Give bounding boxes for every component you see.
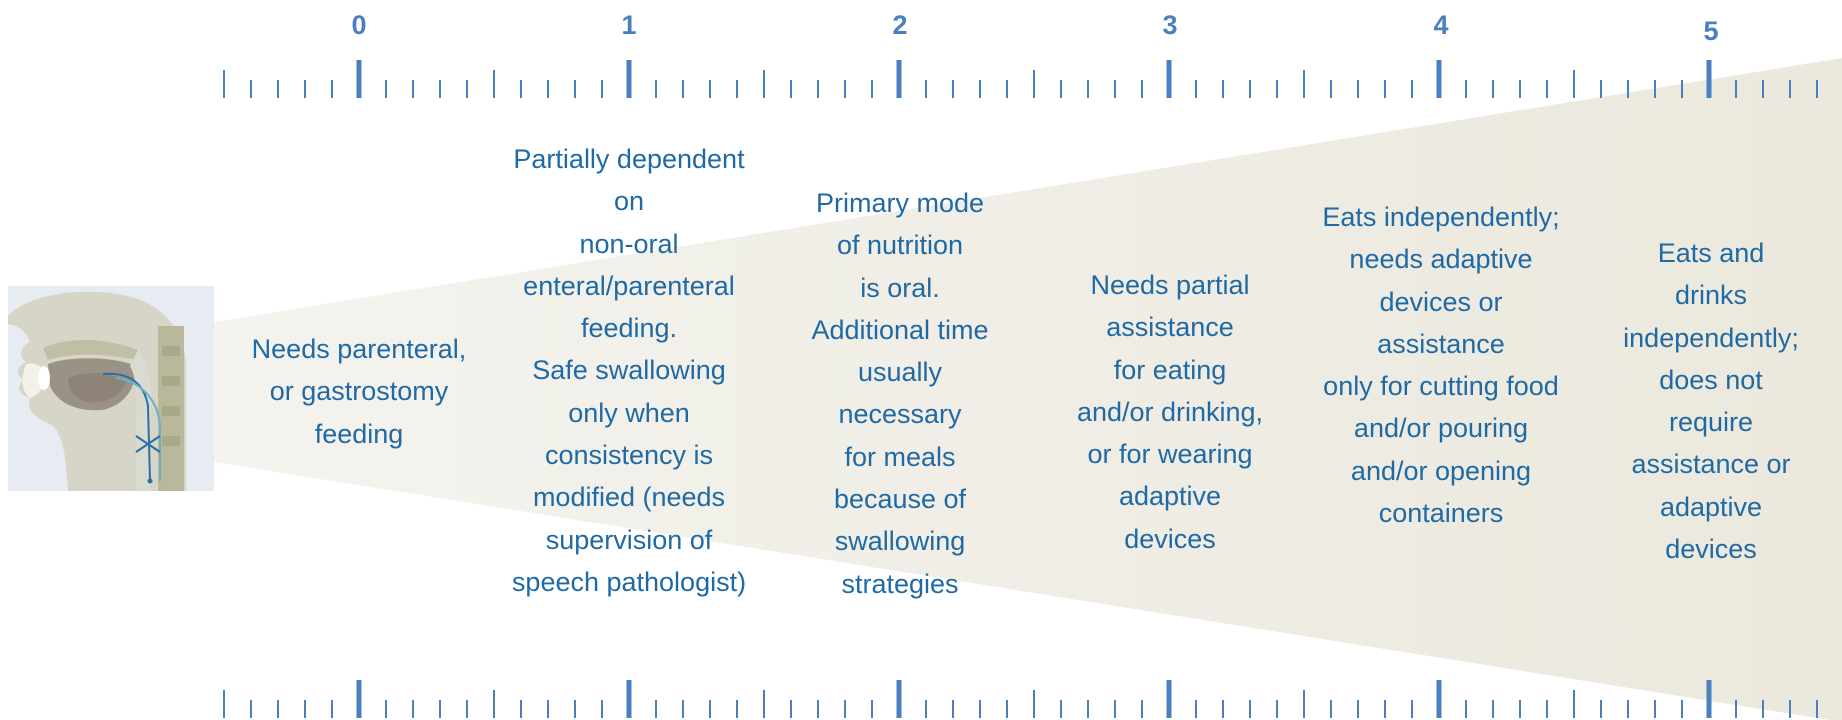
description-line: only for cutting food [1323,371,1559,402]
level-5-description: Eats and drinks independently; does not requ… [1561,232,1842,570]
description-line: devices [1665,534,1757,565]
level-label-1: 1 [621,10,637,40]
description-line: does not [1659,364,1763,395]
description-line: speech pathologist) [511,566,747,597]
description-line: Partially dependent [513,144,745,174]
description-line: for meals [844,441,956,472]
description-line: because of [833,484,967,515]
description-line: or gastrostomy [269,376,449,407]
description-line: enteral/parenteral [523,270,735,301]
description-line: Primary mode [815,188,985,218]
description-line: on [613,186,645,217]
description-line: Additional time [811,314,989,345]
level-label-0: 0 [351,10,367,40]
description-line: require [1668,407,1754,438]
description-line: for eating [1113,354,1227,385]
description-line: feeding [314,418,404,449]
level-1-description: Partially dependent on non-oral enteral/par… [479,138,779,603]
level-label-2: 2 [892,10,908,40]
description-line: assistance [1106,312,1234,343]
level-0-description: Needs parenteral, or gastrostomy feeding [209,328,509,455]
level-label-3: 3 [1162,10,1178,40]
level-4-description: Eats independently; needs adaptive devices… [1291,196,1591,534]
description-line: adaptive [1118,481,1222,512]
description-line: is oral. [860,272,940,303]
description-line: necessary [838,399,962,430]
description-line: independently; [1623,322,1799,353]
description-line: assistance or [1631,449,1791,480]
level-2-description: Primary mode of nutrition is oral. Addition… [750,182,1050,605]
ruler-bottom [223,680,1818,718]
description-line: Eats independently; [1322,202,1560,232]
description-line: swallowing [834,526,966,557]
ruler-top [223,60,1818,98]
description-line: Safe swallowing [532,355,726,386]
description-line: modified (needs [532,482,726,513]
description-line: devices or [1379,286,1503,317]
head-cross-section-swallowing-icon [8,286,214,491]
description-line: and/or drinking, [1076,396,1264,427]
description-line: supervision of [545,524,713,555]
description-line: usually [857,357,943,388]
description-line: adaptive [1659,491,1763,522]
description-line: assistance [1377,328,1505,359]
description-line: feeding. [580,313,678,344]
level-3-description: Needs partial assistance for eating and/or … [1020,264,1320,560]
description-line: devices [1124,523,1216,554]
description-line: only when [568,397,690,428]
level-label-4: 4 [1433,10,1449,40]
description-line: of nutrition [836,230,964,261]
description-line: and/or opening [1350,455,1532,486]
description-line: Needs partial [1090,270,1250,300]
description-line: Eats and [1657,238,1765,268]
level-label-5: 5 [1703,16,1719,46]
description-line: and/or pouring [1353,413,1529,444]
description-line: drinks [1674,280,1748,311]
description-line: consistency is [544,440,714,471]
description-line: containers [1378,498,1504,529]
progression-wedge [214,58,1842,720]
description-line: Needs parenteral, [251,334,467,364]
description-line: or for wearing [1087,439,1253,470]
description-line: non-oral [579,228,679,259]
description-line: strategies [841,568,959,599]
description-line: needs adaptive [1349,244,1533,275]
